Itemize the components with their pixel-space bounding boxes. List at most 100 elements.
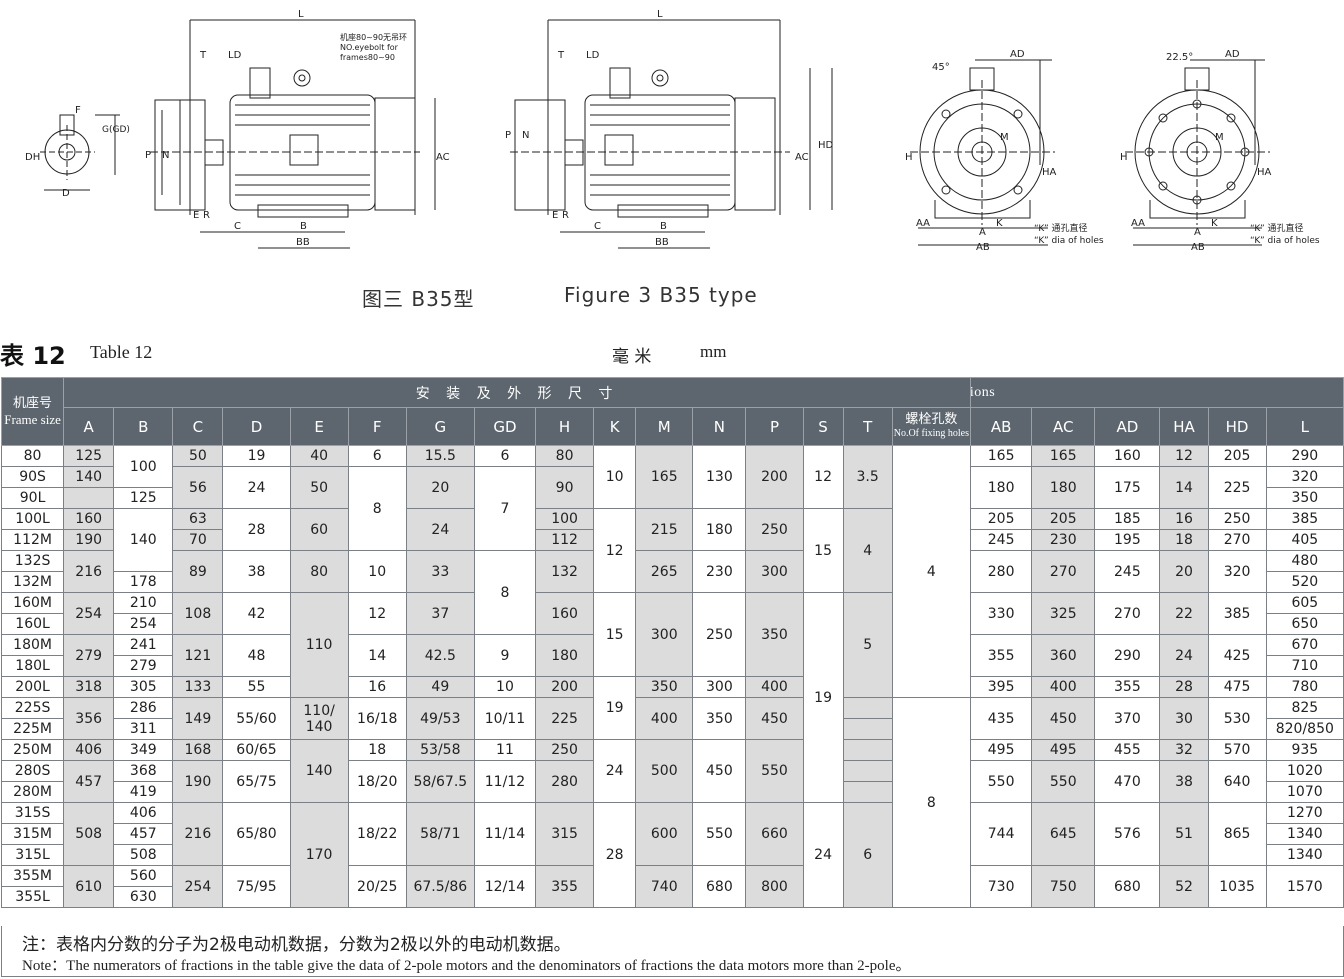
dim-cell: 8 <box>891 697 972 908</box>
dim-cell: 355 <box>970 634 1033 677</box>
dim-cell: 205 <box>1031 508 1096 530</box>
dim-cell: 395 <box>970 676 1033 698</box>
figure-caption-cn: 图三 B35型 <box>362 287 475 311</box>
dim-cell: 325 <box>1031 592 1096 635</box>
dim-L-2: L <box>657 9 663 20</box>
table-title-en: Table 12 <box>90 342 153 362</box>
dim-cell: 350 <box>635 676 694 698</box>
dim-cell: 165 <box>635 445 694 509</box>
dim-cell: 245 <box>970 529 1033 551</box>
dim-cell: 185 <box>1094 508 1161 530</box>
dim-cell: 780 <box>1265 676 1344 698</box>
dim-A-2: A <box>1194 227 1201 238</box>
dim-cell: 305 <box>113 676 174 698</box>
dim-cell: 14 <box>1159 466 1209 509</box>
dim-cell: 40 <box>289 445 349 467</box>
frame-size-cell: 315S <box>0 802 65 824</box>
dim-BB-2: BB <box>655 237 669 248</box>
dim-cell: 425 <box>1207 634 1267 677</box>
dim-cell: 190 <box>63 529 115 551</box>
dim-cell: 740 <box>635 865 694 908</box>
dim-cell: 10 <box>593 445 637 509</box>
dim-cell: 65/80 <box>222 802 291 866</box>
dim-cell: 168 <box>172 739 224 761</box>
dim-cell: 210 <box>113 592 174 614</box>
dim-HA-2: HA <box>1257 167 1272 178</box>
dim-cell: 16/18 <box>347 697 407 740</box>
dim-cell: 270 <box>1207 529 1267 551</box>
dim-cell: 400 <box>745 676 804 698</box>
dim-cell: 24 <box>593 739 637 803</box>
dim-cell: 1270 <box>1265 802 1344 824</box>
dim-cell: 560 <box>113 865 174 887</box>
dim-cell: 600 <box>635 802 694 866</box>
frame-size-cell: 200L <box>0 676 65 698</box>
dim-HD: HD <box>818 140 834 151</box>
dim-AA-2: AA <box>1131 218 1145 229</box>
frame-size-cell: 132S <box>0 550 65 572</box>
header-frame: 机座号 Frame size <box>0 377 65 446</box>
dim-cell: 630 <box>113 886 174 908</box>
header-col-ha: HA <box>1159 407 1209 446</box>
dim-cell: 15 <box>802 508 844 593</box>
header-col-b: B <box>113 407 174 446</box>
dim-cell: 9 <box>473 634 537 677</box>
header-col-ad: AD <box>1094 407 1161 446</box>
dim-cell: 50 <box>172 445 224 467</box>
dim-cell: 8 <box>473 550 537 635</box>
dim-cell: 180 <box>692 508 747 551</box>
header-col-c: C <box>172 407 224 446</box>
dim-cell: 12 <box>1159 445 1209 467</box>
dim-cell: 286 <box>113 697 174 719</box>
dimension-table: 机座号 Frame size 安 装 及 外 形 尺 寸 Mounting an… <box>0 377 1344 908</box>
dim-cell: 279 <box>63 634 115 677</box>
dim-cell: 58/71 <box>405 802 475 866</box>
dim-cell: 254 <box>113 613 174 635</box>
dim-cell: 225 <box>1207 466 1267 509</box>
header-col-ab: AB <box>970 407 1033 446</box>
dim-cell: 350 <box>692 697 747 740</box>
dim-cell: 550 <box>970 760 1033 803</box>
dim-AA-1: AA <box>916 218 930 229</box>
dim-cell: 110/ 140 <box>289 697 349 740</box>
note-en: Note：The numerators of fractions in the … <box>22 958 911 974</box>
dim-cell: 230 <box>1031 529 1096 551</box>
dim-cell <box>842 697 893 719</box>
dim-cell: 450 <box>1031 697 1096 740</box>
holes-note-en-1: “K” dia of holes <box>1034 236 1104 246</box>
dim-cell <box>842 760 893 782</box>
dim-cell: 56 <box>172 466 224 509</box>
dim-cell: 165 <box>970 445 1033 467</box>
dim-cell: 865 <box>1207 802 1267 866</box>
unit-cn: 毫 米 <box>612 347 652 367</box>
dim-cell: 360 <box>1031 634 1096 677</box>
dim-cell: 10 <box>347 550 407 593</box>
frame-size-cell: 225S <box>0 697 65 719</box>
dim-cell: 100 <box>113 445 174 488</box>
dim-cell: 300 <box>745 550 804 593</box>
dim-cell: 576 <box>1094 802 1161 866</box>
dim-cell: 500 <box>635 739 694 803</box>
dim-cell: 290 <box>1094 634 1161 677</box>
dim-AB-2: AB <box>1191 242 1205 253</box>
dim-cell: 108 <box>172 592 224 635</box>
dim-cell: 11/12 <box>473 760 537 803</box>
dim-cell: 20/25 <box>347 865 407 908</box>
frame-size-cell: 132M <box>0 571 65 593</box>
dim-cell: 160 <box>63 508 115 530</box>
dim-cell: 400 <box>1031 676 1096 698</box>
dim-cell: 8 <box>347 466 407 551</box>
dim-M-2: M <box>1215 132 1224 143</box>
dim-cell: 195 <box>1094 529 1161 551</box>
header-col-a: A <box>63 407 115 446</box>
dim-cell: 32 <box>1159 739 1209 761</box>
dim-cell: 270 <box>1094 592 1161 635</box>
